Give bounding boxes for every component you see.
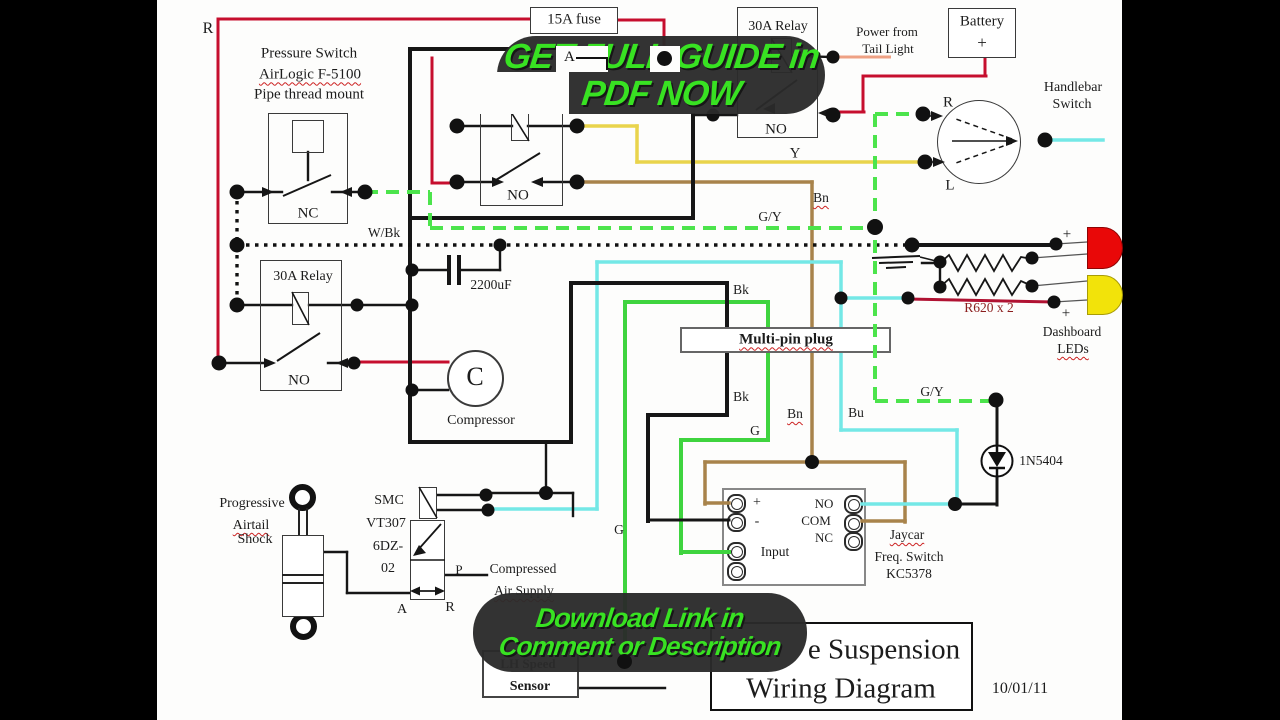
bottom-cta-pill[interactable]: Download Link in Comment or Description (473, 593, 807, 672)
hidden-label-fragment-a: A (564, 49, 575, 65)
hidden-junction-node (657, 51, 672, 66)
bottom-cta-line-1: Download Link in (534, 603, 746, 634)
sensor-junction-node (616, 653, 632, 669)
hidden-wire-fragment-v (606, 57, 608, 70)
control-relay-cutout (475, 72, 569, 114)
top-cta-line-2: PDF NOW (579, 74, 743, 113)
bottom-cta-line-2: Comment or Description (497, 631, 783, 662)
hidden-wire-fragment-h (576, 57, 608, 59)
pill-notch-a: A (556, 46, 608, 72)
pill-notch-node (650, 46, 680, 72)
